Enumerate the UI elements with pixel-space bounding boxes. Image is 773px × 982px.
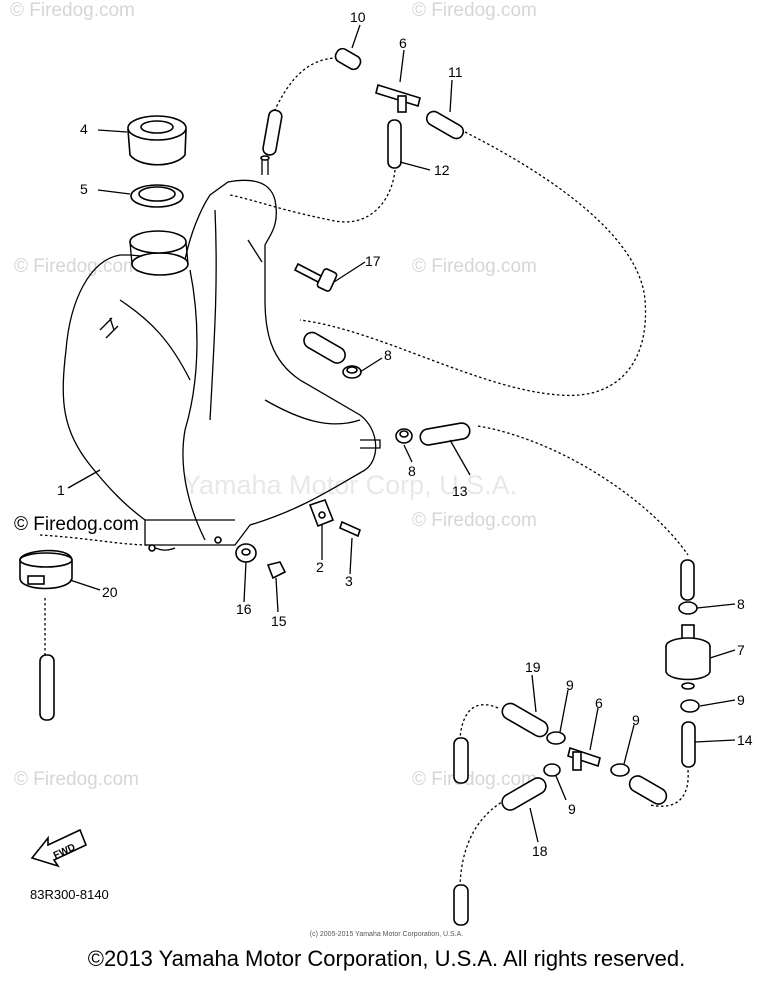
callout-9-right: 9 <box>737 692 745 708</box>
callout-numbers: 4 5 10 6 11 12 17 8 8 13 1 2 3 16 15 20 … <box>57 9 753 859</box>
hose-route-strap <box>39 534 151 546</box>
hose-tank-upper <box>303 331 346 364</box>
hose-route-tank-vent <box>229 169 396 223</box>
bolt-3 <box>339 520 361 538</box>
hose-lower-left <box>39 654 55 721</box>
nut-15 <box>266 561 287 580</box>
watermark-dark: © Firedog.com <box>14 514 139 535</box>
hose-route-left-upper <box>459 704 499 739</box>
hose-route-return-loop <box>299 131 647 397</box>
leader-lines <box>67 24 736 843</box>
hose-13 <box>419 422 471 446</box>
clamp-9-right-lower <box>610 763 630 777</box>
watermark-lower-right: © Firedog.com <box>412 510 537 531</box>
diagram-code: 83R300-8140 <box>30 887 109 902</box>
hose-route-to-filter <box>477 425 689 556</box>
tank-outlet-nipple <box>360 439 381 449</box>
oil-tank <box>62 155 381 552</box>
hose-route-filter-return <box>649 769 689 807</box>
clamp-8-right <box>678 601 698 615</box>
callout-19: 19 <box>525 659 541 675</box>
clamp-9-right <box>680 699 700 713</box>
callout-16: 16 <box>236 601 252 617</box>
watermark-top-right: © Firedog.com <box>412 0 537 21</box>
clamp-9-center <box>543 763 561 777</box>
tank-vent-nipple <box>261 160 269 175</box>
bracket-2 <box>308 499 335 528</box>
fwd-arrow-icon: FWD <box>30 828 88 868</box>
callout-8-mid: 8 <box>408 463 416 479</box>
callout-8-upper: 8 <box>384 347 392 363</box>
hose-upper-right <box>680 559 695 601</box>
callout-13: 13 <box>452 483 468 499</box>
hose-19 <box>501 702 549 738</box>
callout-9-left-upper: 9 <box>566 677 574 693</box>
callout-9-right-lower: 9 <box>632 712 640 728</box>
callout-4: 4 <box>80 121 88 137</box>
callout-9-center: 9 <box>568 801 576 817</box>
callout-5: 5 <box>80 181 88 197</box>
tank-level-mark <box>99 317 119 339</box>
hose-vent-short <box>262 109 283 156</box>
callout-14: 14 <box>737 732 753 748</box>
fuel-filter-7 <box>665 624 711 690</box>
watermark-mid-right: © Firedog.com <box>412 256 537 277</box>
callout-7: 7 <box>737 642 745 658</box>
joint-6-top <box>375 83 421 113</box>
watermark-bottom-left: © Firedog.com <box>14 769 139 790</box>
hose-12 <box>387 119 402 169</box>
watermark-center: Yamaha Motor Corp, U.S.A. <box>183 470 517 500</box>
callout-17: 17 <box>365 253 381 269</box>
callout-6-lower: 6 <box>595 695 603 711</box>
hose-route-left-lower <box>459 799 506 886</box>
gasket-ring <box>130 184 184 208</box>
watermark-top-left: © Firedog.com <box>10 0 135 21</box>
callout-15: 15 <box>271 613 287 629</box>
callout-1: 1 <box>57 482 65 498</box>
hose-route-vent-line <box>269 57 336 121</box>
joint-6-lower <box>567 746 601 771</box>
callout-2: 2 <box>316 559 324 575</box>
callout-20: 20 <box>102 584 118 600</box>
hose-18 <box>501 777 547 811</box>
callout-6-top: 6 <box>399 35 407 51</box>
hose-11 <box>425 110 465 140</box>
callout-3: 3 <box>345 573 353 589</box>
callout-11: 11 <box>448 64 463 80</box>
clamp-8-upper <box>342 365 362 379</box>
source-line: (c) 2005-2015 Yamaha Motor Corporation, … <box>309 931 464 938</box>
callout-8-right: 8 <box>737 596 745 612</box>
bolt-17 <box>293 262 338 292</box>
grommet-16 <box>235 543 257 563</box>
watermark-bottom-right: © Firedog.com <box>412 769 537 790</box>
watermark-mid-left: © Firedog.com <box>14 256 139 277</box>
clamp-8-mid <box>395 428 413 444</box>
tank-filler-neck <box>131 252 189 276</box>
strap-20 <box>19 549 73 590</box>
hose-14 <box>681 721 696 768</box>
filler-cap <box>127 115 187 166</box>
copyright-notice: ©2013 Yamaha Motor Corporation, U.S.A. A… <box>87 946 686 971</box>
clamp-9-left-upper <box>546 731 566 745</box>
callout-12: 12 <box>434 162 450 178</box>
callout-18: 18 <box>532 843 548 859</box>
hose-10 <box>334 47 362 71</box>
hose-left-vertical-upper <box>453 737 469 784</box>
hose-lower-right-short <box>628 775 668 805</box>
callout-10: 10 <box>350 9 366 25</box>
hose-left-vertical-lower <box>453 884 469 926</box>
